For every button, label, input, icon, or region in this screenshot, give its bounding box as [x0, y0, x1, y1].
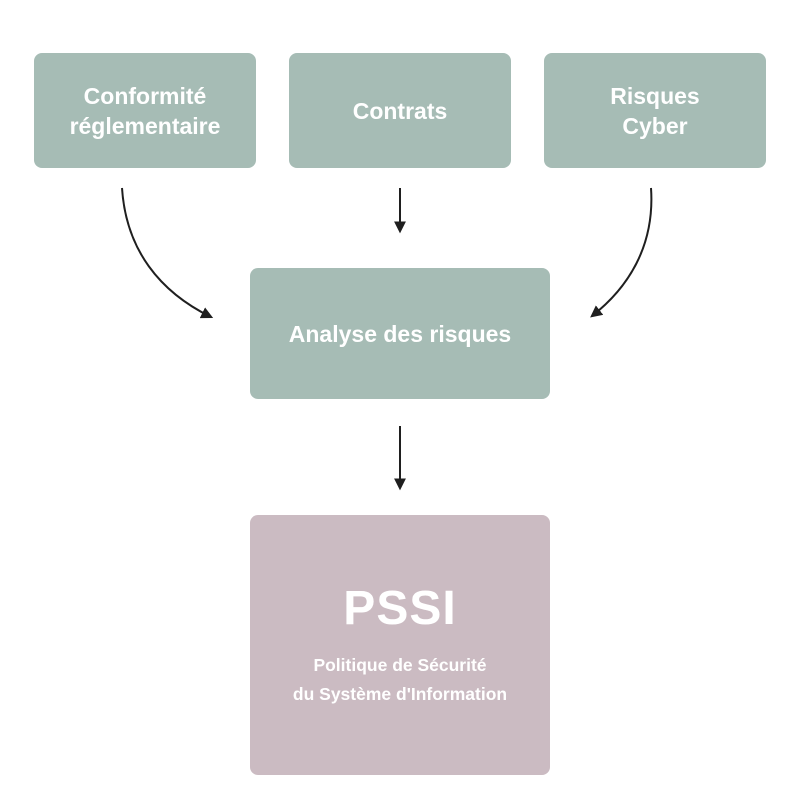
- node-pssi: PSSI Politique de Sécurité du Système d'…: [250, 515, 550, 775]
- node-label-line: réglementaire: [69, 112, 221, 139]
- pssi-subtitle-line: Politique de Sécurité: [313, 655, 487, 675]
- pssi-title: PSSI: [343, 582, 457, 635]
- node-analyse-des-risques: Analyse des risques: [250, 268, 550, 399]
- node-conformite-reglementaire: Conformité réglementaire: [34, 53, 256, 168]
- node-label-line: Cyber: [622, 112, 688, 139]
- arrow-cyber-to-analyse: [590, 187, 653, 318]
- node-label-line: Contrats: [352, 97, 448, 124]
- arrow-conformite-to-analyse: [121, 187, 214, 319]
- node-risques-cyber: Risques Cyber: [544, 53, 766, 168]
- node-label-line: Analyse des risques: [288, 320, 512, 347]
- pssi-subtitle-line: du Système d'Information: [292, 684, 508, 704]
- node-contrats: Contrats: [289, 53, 511, 168]
- node-label-line: Risques: [610, 82, 700, 109]
- node-label-line: Conformité: [83, 82, 207, 109]
